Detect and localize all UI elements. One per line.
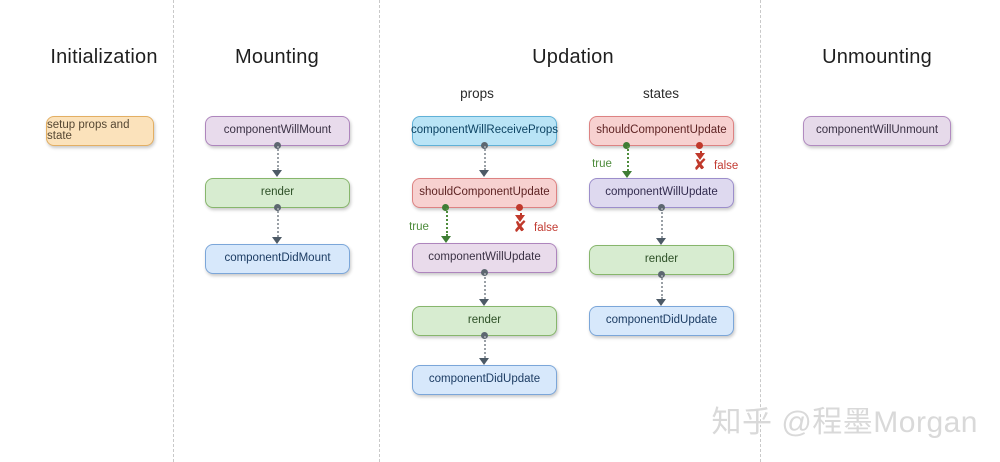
connector-dot — [481, 332, 488, 339]
connector-dot — [274, 142, 281, 149]
node-label: componentDidUpdate — [605, 314, 718, 327]
false-x-icon: ✘ — [513, 219, 527, 236]
column-divider-2 — [379, 0, 380, 462]
connector-line — [484, 336, 486, 358]
arrow-down-icon — [479, 170, 489, 177]
connector-dot — [481, 269, 488, 276]
section-title-updation: Updation — [532, 46, 614, 68]
arrow-down-icon — [695, 153, 705, 160]
watermark: 知乎 @程墨Morgan — [711, 406, 978, 439]
connector-line — [484, 146, 486, 170]
connector-line — [484, 273, 486, 299]
connector-dot-true — [442, 204, 449, 211]
arrow-down-icon — [656, 299, 666, 306]
connector-line — [661, 275, 663, 299]
arrow-down-icon — [272, 170, 282, 177]
arrow-down-icon — [479, 358, 489, 365]
arrow-down-icon — [441, 236, 451, 243]
node-componentdidupdate-props: componentDidUpdate — [412, 365, 557, 395]
node-componentwillmount: componentWillMount — [205, 116, 350, 146]
node-componentdidupdate-states: componentDidUpdate — [589, 306, 734, 336]
subsection-label-props: props — [460, 86, 494, 101]
node-componentdidmount: componentDidMount — [205, 244, 350, 274]
arrow-down-icon — [272, 237, 282, 244]
connector-line-true — [627, 146, 629, 171]
node-shouldcomponentupdate-states: shouldComponentUpdate — [589, 116, 734, 146]
node-label: componentWillUnmount — [815, 124, 939, 137]
arrow-down-icon — [622, 171, 632, 178]
node-label: shouldComponentUpdate — [419, 186, 550, 199]
branch-label-true-states: true — [592, 158, 612, 170]
connector-line — [277, 146, 279, 170]
branch-label-true-props: true — [409, 221, 429, 233]
node-label: componentDidUpdate — [428, 373, 541, 386]
connector-line — [277, 208, 279, 237]
section-title-mounting: Mounting — [235, 46, 319, 68]
node-label: componentWillUpdate — [428, 251, 541, 264]
connector-dot — [658, 204, 665, 211]
branch-label-false-props: false — [534, 222, 559, 234]
node-render-states: render — [589, 245, 734, 275]
connector-line-false — [520, 208, 522, 215]
connector-dot — [481, 142, 488, 149]
column-divider-1 — [173, 0, 174, 462]
connector-line — [661, 208, 663, 238]
column-divider-3 — [760, 0, 761, 462]
connector-dot-true — [623, 142, 630, 149]
node-label: render — [467, 314, 502, 327]
section-title-unmounting: Unmounting — [822, 46, 932, 68]
connector-dot-false — [696, 142, 703, 149]
arrow-down-icon — [515, 215, 525, 222]
node-label: setup props and state — [47, 118, 130, 142]
node-label: componentDidMount — [224, 252, 331, 265]
node-shouldcomponentupdate-props: shouldComponentUpdate — [412, 178, 557, 208]
node-componentwillupdate-states: componentWillUpdate — [589, 178, 734, 208]
node-label: shouldComponentUpdate — [596, 124, 727, 137]
subsection-label-states: states — [642, 86, 680, 101]
node-componentwillunmount: componentWillUnmount — [803, 116, 951, 146]
node-label: render — [260, 186, 295, 199]
connector-dot — [274, 204, 281, 211]
connector-line-false — [700, 146, 702, 153]
arrow-down-icon — [656, 238, 666, 245]
node-label: componentWillReceiveProps — [411, 124, 559, 137]
arrow-down-icon — [479, 299, 489, 306]
section-title-initialization: Initialization — [50, 46, 158, 68]
branch-label-false-states: false — [714, 160, 739, 172]
node-label: componentWillMount — [223, 124, 332, 137]
node-componentwillupdate-props: componentWillUpdate — [412, 243, 557, 273]
connector-dot-false — [516, 204, 523, 211]
connector-line-true — [446, 208, 448, 236]
node-label: componentWillUpdate — [605, 186, 718, 199]
node-label: render — [644, 253, 679, 266]
node-setup-props-and-state: setup props and state — [46, 116, 154, 146]
connector-dot — [658, 271, 665, 278]
false-x-icon: ✘ — [693, 157, 707, 174]
